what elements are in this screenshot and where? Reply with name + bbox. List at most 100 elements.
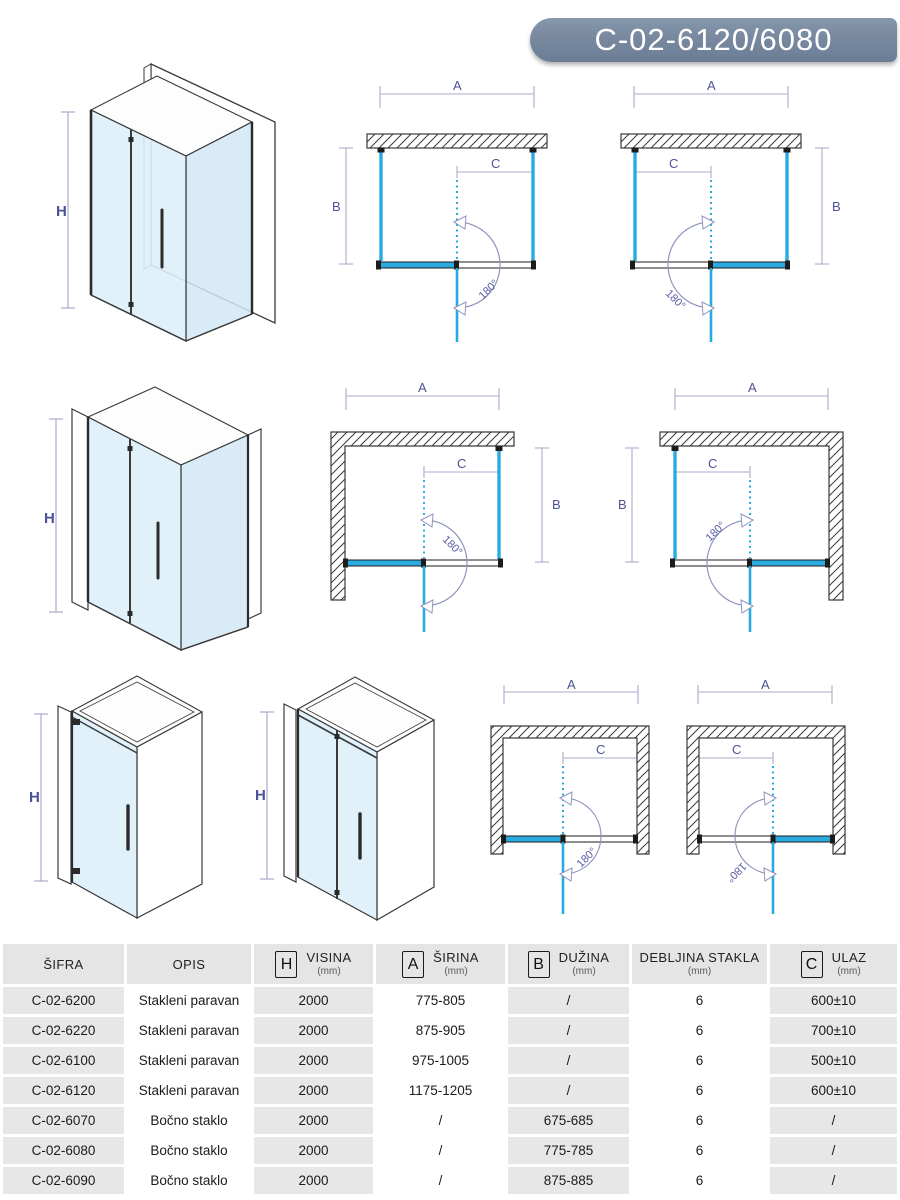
dimension-h (49, 418, 63, 613)
wall-profile-right (247, 428, 262, 620)
product-code-title: C-02-6120/6080 (594, 22, 833, 57)
cell-width: 775-805 (376, 987, 505, 1014)
wall-hatched-l (330, 431, 515, 601)
letter-box-h: H (275, 950, 298, 978)
plan-view-6: A C 180° (686, 680, 846, 914)
cell-depth: 775-785 (508, 1137, 629, 1164)
side-wall (136, 710, 203, 919)
dimension-label-b: B (332, 199, 341, 214)
header-label: ŠIRINA (433, 950, 479, 966)
dimension-h (34, 713, 48, 882)
fixed-glass-bar (502, 835, 564, 843)
plan-view-3: A B C 180° (330, 380, 561, 632)
cell-glass: 6 (632, 1137, 767, 1164)
letter-box-c: C (800, 950, 823, 978)
door-swing-arc (734, 797, 774, 875)
plan-view-2: A B C 180° (620, 78, 841, 342)
header-label: ULAZ (831, 950, 867, 966)
cell-depth: 675-685 (508, 1107, 629, 1134)
dimension-label-a: A (418, 380, 427, 395)
cell-entry: 600±10 (770, 987, 897, 1014)
plan-view-4: A B C 180° (618, 380, 844, 632)
cell-width: / (376, 1137, 505, 1164)
side-glass (180, 434, 249, 651)
table-row: C-02-6220 Stakleni paravan 2000 875-905 … (3, 1017, 897, 1044)
cell-width: 875-905 (376, 1017, 505, 1044)
wall-hatched (366, 133, 548, 149)
cell-height: 2000 (254, 987, 373, 1014)
dimension-label-b: B (832, 199, 841, 214)
door-swing-arc (706, 519, 751, 607)
fixed-glass-bar (378, 261, 458, 269)
dimension-label-h: H (56, 203, 67, 220)
header-label: DEBLJINA STAKLA (639, 950, 760, 966)
door-swing-arc (423, 519, 468, 607)
fixed-glass-bar (772, 835, 834, 843)
dimension-label-c: C (708, 456, 717, 471)
header-ulaz: C ULAZ(mm) (770, 944, 897, 984)
iso-view-enclosure-two-walls: H (44, 386, 262, 651)
table-row: C-02-6100 Stakleni paravan 2000 975-1005… (3, 1047, 897, 1074)
cell-glass: 6 (632, 1017, 767, 1044)
header-label: DUŽINA (558, 950, 610, 966)
dimension-label-b: B (552, 497, 561, 512)
door-bar (698, 835, 774, 843)
dimension-label-a: A (707, 78, 716, 93)
cell-depth: / (508, 1077, 629, 1104)
side-wall (376, 718, 435, 922)
dimension-label-c: C (669, 156, 678, 171)
cell-glass: 6 (632, 987, 767, 1014)
cell-description: Bočno staklo (127, 1167, 251, 1194)
wall-profile-left (57, 705, 72, 885)
cell-code: C-02-6080 (3, 1137, 124, 1164)
table-row: C-02-6080 Bočno staklo 2000 / 775-785 6 … (3, 1137, 897, 1164)
angle-label: 180° (704, 520, 729, 545)
cell-height: 2000 (254, 1017, 373, 1044)
cell-code: C-02-6200 (3, 987, 124, 1014)
header-label: OPIS (172, 956, 206, 972)
header-opis: OPIS (127, 944, 251, 984)
cell-depth: / (508, 987, 629, 1014)
cell-description: Stakleni paravan (127, 1017, 251, 1044)
angle-label: 180° (440, 534, 465, 559)
angle-label: 180° (724, 860, 749, 885)
dimension-label-c: C (596, 742, 605, 757)
dimension-label-b: B (618, 497, 627, 512)
cell-depth: 875-885 (508, 1167, 629, 1194)
cell-height: 2000 (254, 1077, 373, 1104)
cell-description: Stakleni paravan (127, 1047, 251, 1074)
cell-height: 2000 (254, 1047, 373, 1074)
door-bar (456, 261, 535, 269)
dimension-h (61, 111, 75, 309)
cell-entry: / (770, 1167, 897, 1194)
dimension-label-h: H (29, 789, 40, 806)
cell-height: 2000 (254, 1137, 373, 1164)
header-unit: (mm) (837, 965, 861, 977)
header-unit: (mm) (687, 965, 712, 977)
table-row: C-02-6120 Stakleni paravan 2000 1175-120… (3, 1077, 897, 1104)
header-debljina: DEBLJINA STAKLA(mm) (632, 944, 767, 984)
cell-width: / (376, 1107, 505, 1134)
door-bar (632, 261, 712, 269)
cell-glass: 6 (632, 1077, 767, 1104)
cell-width: 975-1005 (376, 1047, 505, 1074)
cell-entry: / (770, 1137, 897, 1164)
cell-depth: / (508, 1047, 629, 1074)
cell-glass: 6 (632, 1107, 767, 1134)
cell-code: C-02-6070 (3, 1107, 124, 1134)
cell-width: / (376, 1167, 505, 1194)
wall-hatched (620, 133, 802, 149)
table-row: C-02-6200 Stakleni paravan 2000 775-805 … (3, 987, 897, 1014)
dimension-label-a: A (567, 680, 576, 692)
header-label: VISINA (306, 950, 352, 966)
wall-hatched-l (659, 431, 844, 601)
fixed-glass-bar (345, 559, 425, 567)
header-label: ŠIFRA (43, 956, 84, 972)
cell-description: Bočno staklo (127, 1107, 251, 1134)
cell-description: Bočno staklo (127, 1137, 251, 1164)
table-row: C-02-6070 Bočno staklo 2000 / 675-685 6 … (3, 1107, 897, 1134)
door-swing-arc (456, 221, 501, 309)
